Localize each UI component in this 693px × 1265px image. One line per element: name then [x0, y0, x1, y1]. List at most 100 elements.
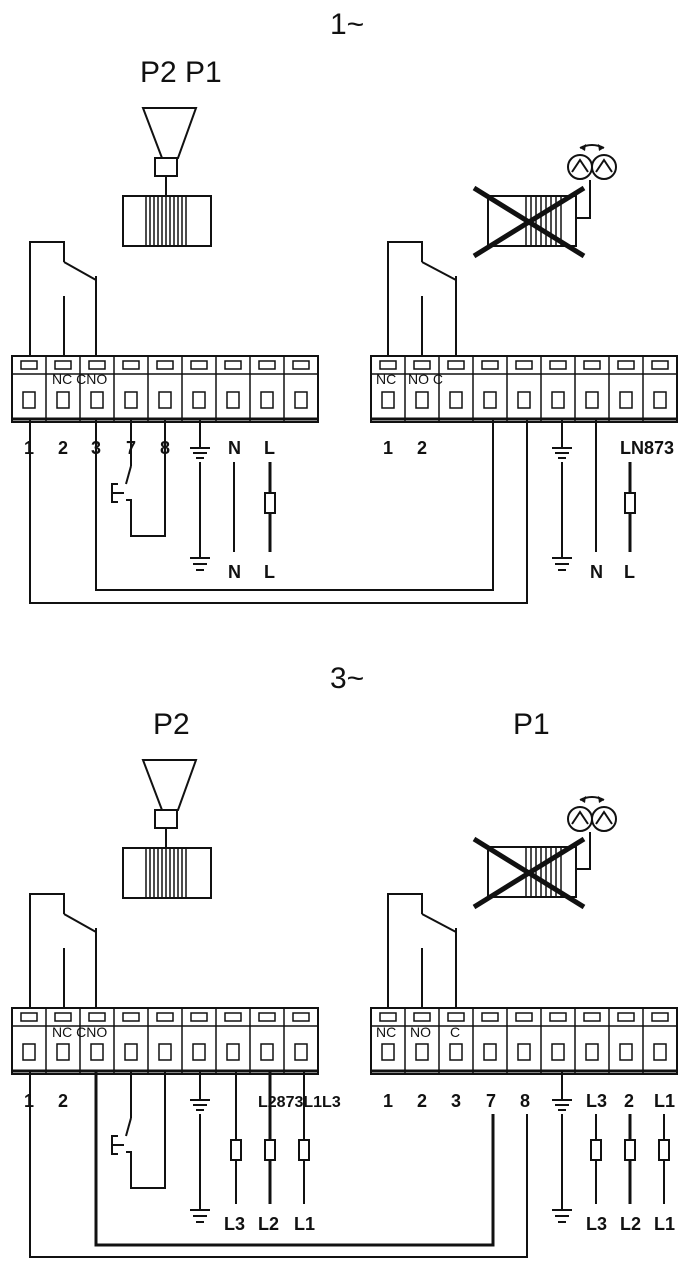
terminal-screw — [260, 1043, 274, 1061]
terminal-tab — [190, 1012, 208, 1022]
terminal-tab — [515, 360, 533, 370]
contact-labels-left-1: NC CNO — [52, 371, 107, 387]
terminal-screw — [124, 1043, 138, 1061]
terminal-tab — [224, 1012, 242, 1022]
ground-icon — [552, 420, 572, 459]
terminal-tab — [447, 1012, 465, 1022]
float-switch-icon — [122, 107, 212, 247]
terminal-screw — [483, 1043, 497, 1061]
contact-label-c: C — [450, 1024, 460, 1040]
supply-label: L3 — [586, 1214, 607, 1234]
terminal-label: N — [228, 438, 241, 458]
level-switch-contact — [111, 420, 166, 537]
terminal-screw — [56, 1043, 70, 1061]
interconnect-wire-1 — [29, 420, 528, 604]
interconnect-wire-2 — [94, 1072, 495, 1247]
terminal-label: 2 — [58, 1091, 68, 1111]
terminal-label: 3 — [451, 1091, 461, 1111]
ground-icon — [552, 1209, 572, 1223]
terminal-tab — [54, 1012, 72, 1022]
terminal-tab — [617, 360, 635, 370]
terminal-screw — [192, 391, 206, 409]
terminal-screw — [158, 1043, 172, 1061]
terminal-tab — [379, 1012, 397, 1022]
supply-label: L — [264, 562, 275, 582]
terminal-screw — [294, 1043, 308, 1061]
terminal-screw — [415, 1043, 429, 1061]
terminal-label: L — [264, 438, 275, 458]
terminal-tab — [413, 360, 431, 370]
contact-labels-left-2: NC CNO — [52, 1024, 107, 1040]
contact-label-no: NO — [410, 1024, 431, 1040]
terminal-tab — [88, 360, 106, 370]
terminal-screw — [158, 391, 172, 409]
fuse-icon — [590, 1139, 602, 1161]
terminal-screw — [483, 391, 497, 409]
terminal-tab — [20, 360, 38, 370]
terminal-label: 8 — [520, 1091, 530, 1111]
terminal-tab — [549, 1012, 567, 1022]
ground-icon — [190, 1209, 210, 1223]
supply-label: N — [590, 562, 603, 582]
section-2-left-pump-label: P2 — [153, 708, 190, 741]
fuse-icon — [264, 1139, 276, 1161]
terminal-screw — [585, 391, 599, 409]
float-switch-icon — [122, 759, 212, 899]
terminal-screw — [226, 1043, 240, 1061]
terminal-tab — [515, 1012, 533, 1022]
terminal-tab — [54, 360, 72, 370]
terminal-screw — [517, 1043, 531, 1061]
ground-icon — [552, 557, 572, 571]
terminal-tab — [447, 360, 465, 370]
terminal-tab — [481, 360, 499, 370]
terminal-tab — [481, 1012, 499, 1022]
fuse-icon — [298, 1139, 310, 1161]
terminal-label: L2873L1L3 — [258, 1094, 341, 1111]
relay-contact-left-2 — [29, 893, 97, 1008]
terminal-tab — [122, 1012, 140, 1022]
terminal-screw — [517, 391, 531, 409]
terminal-screw — [551, 391, 565, 409]
terminal-tab — [583, 1012, 601, 1022]
terminal-tab — [651, 360, 669, 370]
section-1-title: 1~ — [330, 8, 364, 41]
terminal-screw — [192, 1043, 206, 1061]
terminal-label: 2 — [624, 1091, 634, 1111]
supply-label: L3 — [224, 1214, 245, 1234]
supply-label: L — [624, 562, 635, 582]
terminal-label: LN873 — [620, 438, 674, 458]
supply-label: L1 — [294, 1214, 315, 1234]
terminal-tab — [258, 360, 276, 370]
ground-icon — [190, 420, 210, 459]
terminal-label: 2 — [417, 1091, 427, 1111]
terminal-tab — [20, 1012, 38, 1022]
terminal-screw — [124, 391, 138, 409]
terminal-label: 2 — [417, 438, 427, 458]
terminal-tab — [190, 360, 208, 370]
fuse-icon — [658, 1139, 670, 1161]
supply-label: L2 — [620, 1214, 641, 1234]
terminal-tab — [258, 1012, 276, 1022]
fuse-icon — [624, 492, 636, 514]
terminal-screw — [90, 1043, 104, 1061]
section-2-title: 3~ — [330, 662, 364, 695]
terminal-block-left-1 — [11, 355, 319, 423]
terminal-label: 2 — [58, 438, 68, 458]
terminal-screw — [653, 391, 667, 409]
contact-label-no-c: NO C — [408, 371, 443, 387]
terminal-label: 7 — [486, 1091, 496, 1111]
section-2-right-pump-label: P1 — [513, 708, 550, 741]
terminal-tab — [379, 360, 397, 370]
pump-pair-icon — [567, 144, 617, 180]
ground-icon — [190, 1072, 210, 1111]
float-switch-disabled-icon — [472, 832, 591, 910]
supply-label: L1 — [654, 1214, 675, 1234]
fuse-icon — [264, 492, 276, 514]
float-switch-disabled-icon — [472, 180, 591, 259]
terminal-block-right-2 — [370, 1007, 678, 1075]
terminal-label: L1 — [654, 1091, 675, 1111]
relay-contact-left-1 — [29, 241, 97, 356]
terminal-screw — [551, 1043, 565, 1061]
terminal-tab — [156, 1012, 174, 1022]
terminal-block-right-1 — [370, 355, 678, 423]
